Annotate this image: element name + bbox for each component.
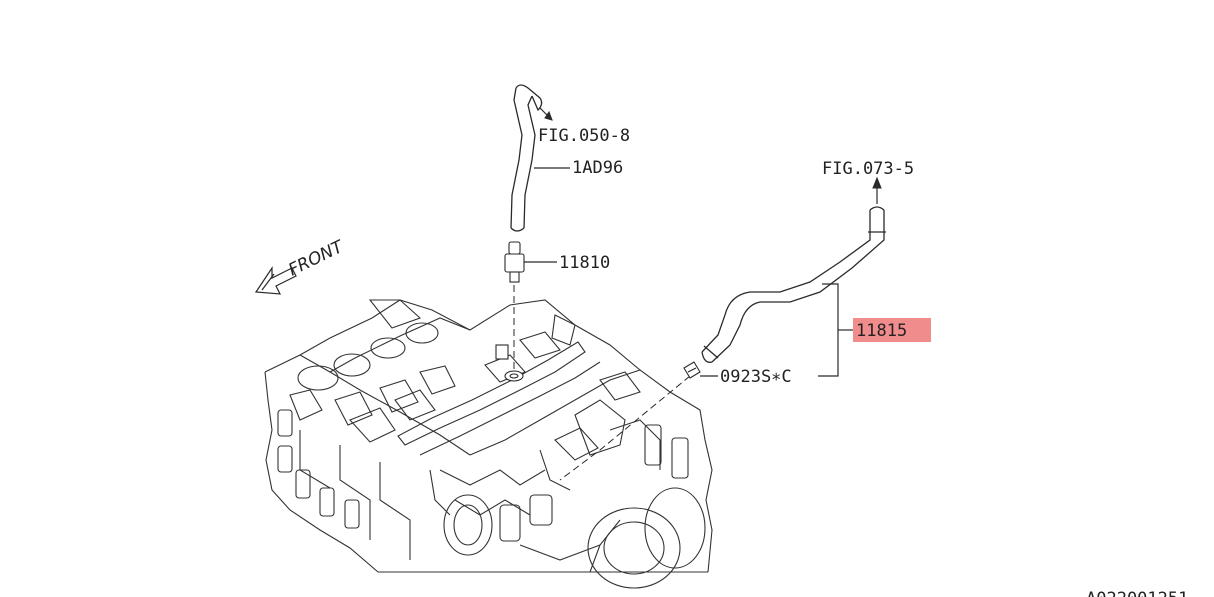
- hose-clip-drawing: [683, 361, 701, 379]
- callout-11815[interactable]: 11815: [856, 321, 907, 341]
- front-direction-indicator: FRONT: [254, 236, 348, 295]
- front-direction-arrow-icon: [254, 266, 297, 295]
- callout-0923s-c[interactable]: 0923S∗C: [720, 367, 792, 387]
- callout-1ad96[interactable]: 1AD96: [572, 158, 623, 178]
- bracket-11815: [818, 283, 839, 377]
- callout-highlight-11815: [853, 318, 931, 342]
- assembly-line-hose: [559, 375, 691, 481]
- cylinder-head-drawing: [264, 299, 713, 589]
- front-label: FRONT: [285, 236, 347, 280]
- callout-fig-073-5[interactable]: FIG.073-5: [822, 159, 914, 179]
- diagram-code: A022001251: [1086, 589, 1188, 597]
- pcv-hose-drawing: [510, 84, 553, 232]
- callout-fig-050-8[interactable]: FIG.050-8: [538, 126, 630, 146]
- pcv-valve-boss: [495, 344, 524, 382]
- pcv-valve-drawing: [504, 241, 525, 283]
- breather-hose-drawing: [701, 176, 886, 363]
- callout-11810[interactable]: 11810: [559, 253, 610, 273]
